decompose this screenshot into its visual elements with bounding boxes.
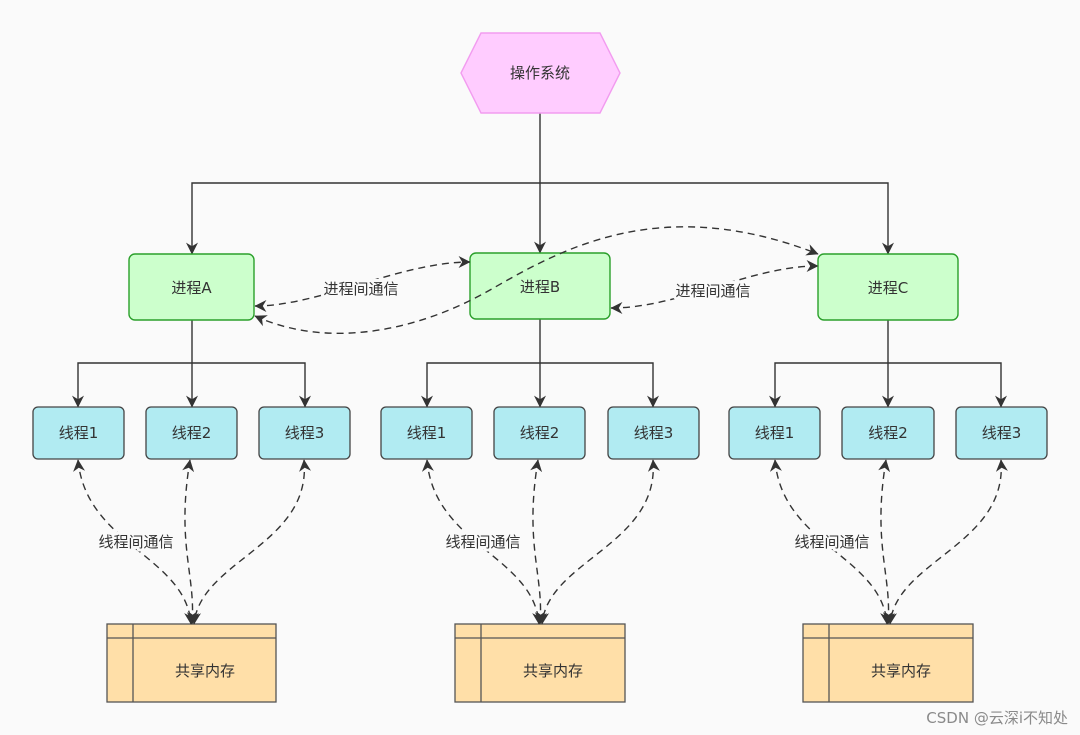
thread-3-memory-edge (189, 459, 312, 625)
thread-box (955, 406, 1048, 460)
thread-box (493, 406, 586, 460)
ipc-edge-a-c (254, 226, 819, 334)
thread-box (728, 406, 821, 460)
thread-label: 线程3 (982, 424, 1022, 442)
shared-memory-box (106, 623, 277, 703)
process-c-subtree: 线程1 线程2 线程3 共享内存 线程间通信 (728, 406, 1048, 703)
shared-memory-box (454, 623, 626, 703)
shared-memory-label: 共享内存 (175, 662, 235, 680)
thread-comm-label: 线程间通信 (98, 533, 173, 551)
edge-process-to-thread-3 (192, 362, 311, 408)
edge-process-to-thread-1 (72, 362, 192, 408)
os-node: 操作系统 (460, 32, 621, 114)
process-a-node: 进程A (128, 253, 255, 321)
process-c-thread-edges (769, 320, 1007, 408)
thread-box (32, 406, 125, 460)
thread-box (841, 406, 935, 460)
os-label: 操作系统 (510, 64, 570, 82)
process-b-label: 进程B (520, 278, 560, 296)
thread-label: 线程1 (755, 424, 795, 442)
edge-process-to-thread-3 (888, 362, 1007, 408)
thread-comm-label: 线程间通信 (794, 533, 869, 551)
thread-box (145, 406, 238, 460)
process-a-subtree: 线程1 线程2 线程3 共享内存 线程间通信 (32, 406, 351, 703)
thread-label: 线程2 (520, 424, 560, 442)
thread-2-memory-edge (182, 459, 199, 625)
thread-3-memory-edge (537, 459, 660, 625)
thread-3-memory-edge (885, 459, 1008, 625)
process-b-thread-edges (421, 319, 659, 408)
process-c-node: 进程C (817, 253, 959, 321)
process-a-label: 进程A (171, 279, 212, 297)
process-c-label: 进程C (868, 279, 908, 297)
thread-2-memory-edge (878, 459, 895, 625)
thread-label: 线程2 (868, 424, 908, 442)
edge-os-to-process-a (186, 182, 540, 255)
os-hexagon (460, 32, 621, 114)
thread-label: 线程1 (59, 424, 99, 442)
ipc-label-b-c: 进程间通信 (675, 282, 750, 300)
watermark: CSDN @云深i不知处 (926, 709, 1068, 727)
thread-label: 线程1 (407, 424, 447, 442)
edge-os-to-process-c (540, 182, 894, 255)
shared-memory-label: 共享内存 (871, 662, 931, 680)
ipc-label-a-b: 进程间通信 (323, 280, 398, 298)
edge-process-to-thread-1 (421, 362, 540, 408)
shared-memory-label: 共享内存 (523, 662, 583, 680)
thread-box (380, 406, 473, 460)
thread-comm-label: 线程间通信 (445, 533, 520, 551)
shared-memory-box (802, 623, 974, 703)
edge-process-to-thread-3 (540, 362, 659, 408)
edge-process-to-thread-1 (769, 362, 888, 408)
process-b-subtree: 线程1 线程2 线程3 共享内存 线程间通信 (380, 406, 700, 703)
thread-label: 线程2 (172, 424, 212, 442)
thread-2-memory-edge (530, 459, 547, 625)
process-a-box (128, 253, 255, 321)
thread-label: 线程3 (634, 424, 674, 442)
thread-box (258, 406, 351, 460)
process-a-thread-edges (72, 320, 311, 408)
thread-label: 线程3 (285, 424, 325, 442)
thread-box (607, 406, 700, 460)
